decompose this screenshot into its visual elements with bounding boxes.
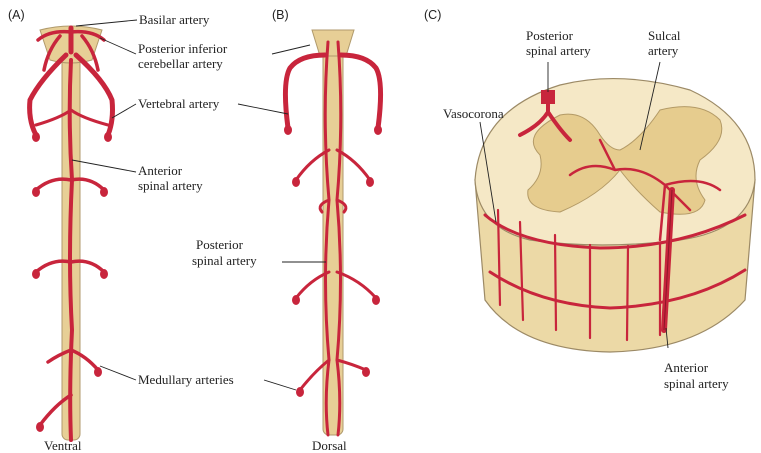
label-medullary-arteries: Medullary arteries xyxy=(138,372,234,387)
label-vertebral-artery: Vertebral artery xyxy=(138,96,220,111)
leader-anterior-spinal-a xyxy=(72,160,136,172)
panel-c-letter: (C) xyxy=(424,8,441,22)
panel-a-letter: (A) xyxy=(8,8,25,22)
panel-c-cross-section: (C) xyxy=(424,8,755,352)
label-anterior-spinal-a-line2: spinal artery xyxy=(138,178,203,193)
label-posterior-spinal-b-line2: spinal artery xyxy=(192,253,257,268)
vertebral-artery-dorsal-left xyxy=(285,55,325,128)
leader-medullary-b xyxy=(264,380,296,390)
label-anterior-spinal-a-line1: Anterior xyxy=(138,163,183,178)
label-pica-line1: Posterior inferior xyxy=(138,41,228,56)
label-posterior-spinal-c-line1: Posterior xyxy=(526,28,574,43)
label-sulcal-line1: Sulcal xyxy=(648,28,681,43)
panel-b-dorsal: (B) Dorsal xyxy=(272,8,382,453)
leader-vertebral xyxy=(112,104,136,118)
panel-a-ventral: (A) Ventral xyxy=(8,8,113,453)
vertebral-artery-left xyxy=(30,55,66,135)
vertebral-artery-dorsal-right xyxy=(341,55,381,128)
vertebral-artery-right xyxy=(76,55,113,135)
leader-basilar xyxy=(76,20,137,26)
leader-pica xyxy=(100,38,136,54)
label-posterior-spinal-b-line1: Posterior xyxy=(196,237,244,252)
leader-pica-b xyxy=(272,45,310,54)
leader-medullary-a xyxy=(100,366,136,380)
label-vasocorona: Vasocorona xyxy=(443,106,504,121)
label-pica-line2: cerebellar artery xyxy=(138,56,223,71)
label-posterior-spinal-c-line2: spinal artery xyxy=(526,43,591,58)
label-anterior-spinal-c-line2: spinal artery xyxy=(664,376,729,391)
label-sulcal-line2: artery xyxy=(648,43,679,58)
brainstem-dorsal xyxy=(312,30,354,56)
anterior-spinal-artery-vessel xyxy=(70,60,72,440)
label-anterior-spinal-c-line1: Anterior xyxy=(664,360,709,375)
posterior-spinal-cut-c xyxy=(541,90,555,104)
leader-vertebral-b xyxy=(238,104,288,114)
label-basilar-artery: Basilar artery xyxy=(139,12,210,27)
panel-b-letter: (B) xyxy=(272,8,289,22)
panel-b-caption: Dorsal xyxy=(312,438,347,453)
panel-a-caption: Ventral xyxy=(44,438,82,453)
